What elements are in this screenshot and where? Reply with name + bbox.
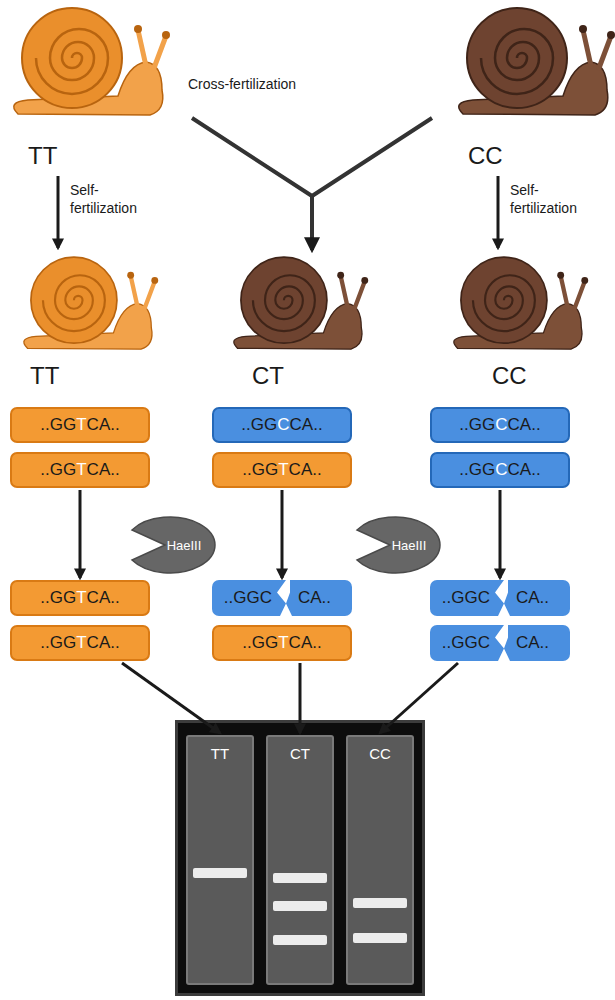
strand-fragment: ..GGC (430, 625, 504, 661)
self-arrow (57, 176, 60, 248)
sequence-text: ..GGTCA.. (40, 460, 119, 480)
lane-label: CT (268, 745, 332, 762)
cut-strand: ..GGC CA.. (212, 580, 352, 616)
dna-strand: ..GGTCA.. (10, 625, 150, 661)
strand-fragment: CA.. (500, 625, 570, 661)
sequence-text: ..GGTCA.. (40, 588, 119, 608)
genotype-label: CC (468, 142, 503, 170)
flow-arrow (79, 490, 82, 578)
snail (459, 8, 615, 115)
sequence-text: CA.. (298, 588, 331, 608)
sequence-text: ..GGC (442, 633, 490, 653)
sequence-text: ..GGTCA.. (242, 633, 321, 653)
sequence-text: ..GGC (224, 588, 272, 608)
genotype-label: TT (30, 362, 59, 390)
dna-strand: ..GGTCA.. (10, 407, 150, 443)
dna-band (273, 873, 327, 883)
snail (24, 257, 158, 349)
dna-strand: ..GGTCA.. (10, 452, 150, 488)
self-arrow (497, 176, 500, 248)
process-label: Self-fertilization (510, 182, 590, 217)
cut-strand: ..GGC CA.. (430, 580, 570, 616)
sequence-text: ..GGTCA.. (40, 633, 119, 653)
dna-strand: ..GGTCA.. (212, 452, 352, 488)
restriction-enzyme: HaeIII (125, 516, 217, 574)
flow-arrow (499, 490, 502, 578)
lane-label: TT (188, 745, 252, 762)
flow-arrow (299, 663, 302, 733)
dna-strand: ..GGTCA.. (10, 580, 150, 616)
strand-fragment: CA.. (282, 580, 352, 616)
lane-label: CC (348, 745, 412, 762)
restriction-enzyme: HaeIII (350, 516, 442, 574)
flow-arrow (281, 490, 284, 578)
cross-arrow (310, 196, 314, 250)
gel-lane: CC (346, 735, 414, 985)
sequence-text: ..GGTCA.. (40, 415, 119, 435)
cross-line (192, 118, 432, 196)
cut-strand: ..GGC CA.. (430, 625, 570, 661)
snail (234, 257, 368, 349)
strand-fragment: ..GGC (430, 580, 504, 616)
sequence-text: ..GGCCA.. (459, 460, 540, 480)
snail (454, 257, 588, 349)
sequence-text: ..GGC (442, 588, 490, 608)
dna-band (273, 901, 327, 911)
dna-strand: ..GGCCA.. (430, 452, 570, 488)
gel-lane: CT (266, 735, 334, 985)
sequence-text: CA.. (516, 633, 549, 653)
gel-lane: TT (186, 735, 254, 985)
sequence-text: CA.. (516, 588, 549, 608)
dna-band (353, 933, 407, 943)
dna-band (353, 898, 407, 908)
genotype-label: TT (28, 142, 57, 170)
sequence-text: ..GGTCA.. (242, 460, 321, 480)
sequence-text: ..GGCCA.. (459, 415, 540, 435)
enzyme-label: HaeIII (167, 538, 202, 553)
dna-strand: ..GGTCA.. (212, 625, 352, 661)
genotype-label: CT (252, 362, 284, 390)
dna-strand: ..GGCCA.. (212, 407, 352, 443)
process-label: Self-fertilization (70, 182, 150, 217)
dna-strand: ..GGCCA.. (430, 407, 570, 443)
sequence-text: ..GGCCA.. (241, 415, 322, 435)
dna-band (193, 868, 247, 878)
strand-fragment: ..GGC (212, 580, 286, 616)
dna-band (273, 935, 327, 945)
flow-arrow (380, 663, 458, 733)
genotype-label: CC (492, 362, 527, 390)
flow-arrow (122, 663, 220, 733)
snail (14, 8, 170, 115)
process-label: Cross-fertilization (188, 76, 296, 92)
strand-fragment: CA.. (500, 580, 570, 616)
enzyme-label: HaeIII (392, 538, 427, 553)
